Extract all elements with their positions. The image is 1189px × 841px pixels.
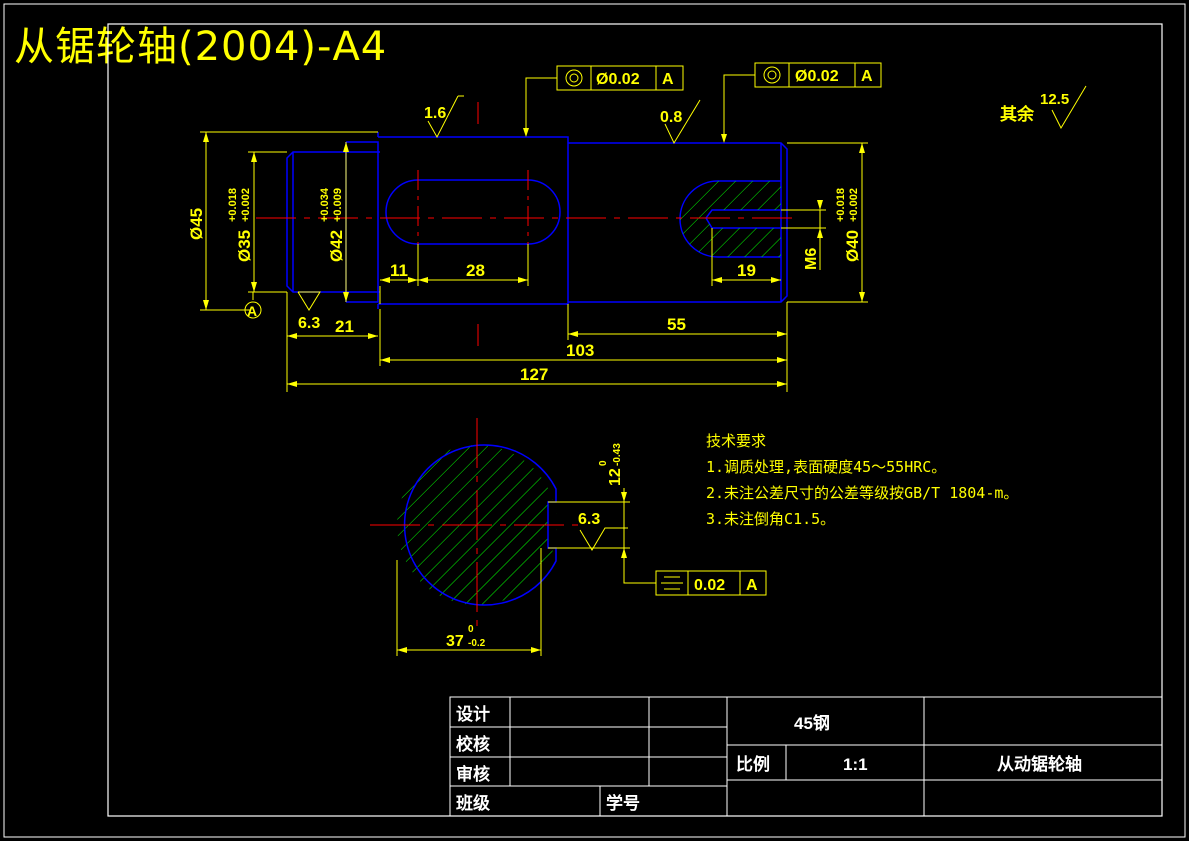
notes-line-2: 2.未注公差尺寸的公差等级按GB/T 1804-m。 bbox=[706, 484, 1018, 502]
dim-d40-lower: +0.002 bbox=[848, 188, 860, 222]
dim-d40-upper: +0.018 bbox=[835, 188, 847, 222]
roughness-0-8: 0.8 bbox=[660, 109, 682, 126]
dim-section-upper: 0 bbox=[468, 624, 474, 635]
tolerance-frame-right: Ø0.02 A bbox=[754, 62, 882, 88]
notes-line-3: 3.未注倒角C1.5。 bbox=[706, 510, 835, 528]
roughness-symbols bbox=[297, 85, 1087, 551]
svg-text:A: A bbox=[861, 68, 873, 85]
drawing-title: 从锯轮轴(2004)-A4 bbox=[14, 24, 388, 70]
dim-55: 55 bbox=[667, 315, 686, 334]
dim-21: 21 bbox=[335, 317, 354, 336]
dim-section-depth: 37 bbox=[446, 633, 464, 650]
centerlines bbox=[256, 102, 800, 346]
tb-check: 校核 bbox=[456, 734, 490, 754]
tb-design: 设计 bbox=[456, 704, 490, 724]
tolerance-frame-left: Ø0.02 A bbox=[556, 65, 684, 91]
arrowheads bbox=[203, 128, 865, 387]
dim-103: 103 bbox=[566, 341, 594, 360]
dim-key-width: 12 bbox=[607, 468, 624, 486]
dim-28: 28 bbox=[466, 261, 485, 280]
roughness-other-label: 其余 bbox=[1000, 104, 1035, 124]
dim-key-width-upper: 0 bbox=[598, 460, 609, 466]
tb-scale-label: 比例 bbox=[736, 754, 770, 774]
title-block bbox=[449, 696, 1163, 817]
dim-d35-lower: +0.002 bbox=[240, 188, 252, 222]
dim-m6: M6 bbox=[803, 248, 820, 270]
tb-scale-value: 1:1 bbox=[843, 755, 868, 774]
dim-d42-lower: +0.009 bbox=[332, 188, 344, 222]
dim-d42: Ø42 bbox=[327, 230, 346, 262]
dimension-lines bbox=[200, 74, 868, 392]
dim-127: 127 bbox=[520, 365, 548, 384]
svg-text:Ø0.02: Ø0.02 bbox=[795, 68, 839, 85]
technical-requirements: 技术要求 1.调质处理,表面硬度45～55HRC。 2.未注公差尺寸的公差等级按… bbox=[706, 432, 1018, 528]
tb-student-no: 学号 bbox=[606, 793, 640, 813]
svg-text:A: A bbox=[662, 71, 674, 88]
tb-part-name: 从动锯轮轴 bbox=[997, 754, 1082, 774]
dim-11: 11 bbox=[390, 261, 408, 280]
dim-section-lower: -0.2 bbox=[468, 638, 486, 649]
dim-d35-upper: +0.018 bbox=[227, 188, 239, 222]
svg-text:Ø0.02: Ø0.02 bbox=[596, 71, 640, 88]
roughness-other-value: 12.5 bbox=[1040, 91, 1069, 108]
roughness-1-6: 1.6 bbox=[424, 105, 446, 122]
svg-text:A: A bbox=[247, 303, 257, 319]
cross-section: 12 0 -0.43 6.3 37 0 -0.2 0.02 A bbox=[370, 418, 767, 656]
tb-material: 45钢 bbox=[794, 713, 830, 733]
datum-a-symbol: A bbox=[244, 292, 262, 319]
dim-d42-upper: +0.034 bbox=[319, 187, 331, 222]
dim-19: 19 bbox=[737, 261, 756, 280]
dim-d40: Ø40 bbox=[843, 230, 862, 262]
outer-border bbox=[3, 3, 1186, 838]
dim-key-width-lower: -0.43 bbox=[612, 443, 623, 466]
tb-class: 班级 bbox=[456, 793, 490, 813]
dim-d45: Ø45 bbox=[187, 208, 206, 240]
dim-d35: Ø35 bbox=[235, 230, 254, 262]
roughness-6-3-section: 6.3 bbox=[578, 511, 600, 528]
notes-line-1: 1.调质处理,表面硬度45～55HRC。 bbox=[706, 458, 946, 476]
local-section-hatch bbox=[680, 181, 781, 257]
tolerance-section-value: 0.02 bbox=[694, 577, 725, 594]
tb-review: 审核 bbox=[456, 764, 490, 784]
notes-heading: 技术要求 bbox=[706, 432, 766, 450]
roughness-6-3-bottom: 6.3 bbox=[298, 315, 320, 332]
tolerance-section-datum: A bbox=[746, 577, 758, 594]
